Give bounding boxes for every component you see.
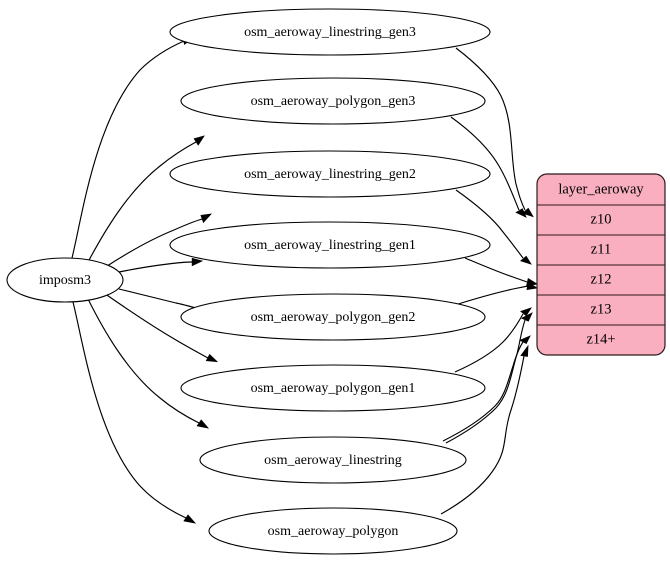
edge-polygon-gen2-to-z12 xyxy=(454,281,539,306)
edge-group-tables-to-layer xyxy=(440,47,539,515)
table-row-z13-label: z13 xyxy=(591,301,612,317)
table-row-z11-label: z11 xyxy=(591,241,611,257)
edge-polygon-to-z14 xyxy=(440,344,529,515)
node-osm_aeroway_linestring_gen3-shape[interactable] xyxy=(169,8,491,56)
node-osm_aeroway_linestring-shape[interactable] xyxy=(199,436,467,484)
node-osm_aeroway_linestring[interactable]: osm_aeroway_linestring xyxy=(199,436,467,484)
node-osm_aeroway_polygon_gen2-label: osm_aeroway_polygon_gen2 xyxy=(251,310,416,325)
edge-linestring-to-z13 xyxy=(445,312,533,444)
node-osm_aeroway_polygon-label: osm_aeroway_polygon xyxy=(268,524,399,539)
table-row-z11-cell[interactable] xyxy=(537,234,665,266)
edge-imposm3-to-linestring-gen3 xyxy=(71,37,194,259)
edge-imposm3-to-linestring-gen2 xyxy=(103,213,213,269)
edge-linestring-gen2-to-z11 xyxy=(455,189,532,265)
node-osm_aeroway_linestring_gen2-label: osm_aeroway_linestring_gen2 xyxy=(244,167,416,182)
node-imposm3-label: imposm3 xyxy=(39,273,91,288)
node-imposm3-shape[interactable] xyxy=(6,257,124,303)
node-osm_aeroway_polygon_gen1-label: osm_aeroway_polygon_gen1 xyxy=(251,381,416,396)
table-header-label: layer_aeroway xyxy=(558,181,644,197)
node-osm_aeroway_polygon_gen3-label: osm_aeroway_polygon_gen3 xyxy=(251,94,416,109)
node-osm_aeroway_polygon[interactable]: osm_aeroway_polygon xyxy=(208,507,458,555)
edge-linestring-to-z14 xyxy=(442,335,531,442)
edge-imposm3-to-polygon-gen3 xyxy=(87,135,205,263)
table-row-z10-label: z10 xyxy=(591,211,612,227)
node-osm_aeroway_polygon_gen3-shape[interactable] xyxy=(180,77,486,125)
edge-polygon-gen3-to-z10 xyxy=(450,116,527,218)
node-osm_aeroway_polygon_gen1-shape[interactable] xyxy=(180,364,486,412)
node-osm_aeroway_linestring_gen1[interactable]: osm_aeroway_linestring_gen1 xyxy=(169,221,491,269)
edge-linestring-gen3-to-z10 xyxy=(455,47,534,218)
edge-imposm3-to-linestring xyxy=(87,298,210,429)
table-row-z14-cell[interactable] xyxy=(537,324,665,355)
node-imposm3[interactable]: imposm3 xyxy=(6,257,124,303)
edge-imposm3-to-polygon-gen1 xyxy=(103,292,219,363)
edge-imposm3-to-linestring-gen1 xyxy=(118,257,204,273)
node-osm_aeroway_linestring_gen2-shape[interactable] xyxy=(169,150,491,198)
table-outline xyxy=(536,173,666,356)
node-layer-aeroway-table[interactable]: layer_aeroway z10 z11 z12 z13 z14+ xyxy=(536,173,666,356)
node-osm_aeroway_polygon_gen2-shape[interactable] xyxy=(180,293,486,341)
node-osm_aeroway_linestring_gen2[interactable]: osm_aeroway_linestring_gen2 xyxy=(169,150,491,198)
node-osm_aeroway_linestring_gen3[interactable]: osm_aeroway_linestring_gen3 xyxy=(169,8,491,56)
node-osm_aeroway_polygon_gen1[interactable]: osm_aeroway_polygon_gen1 xyxy=(180,364,486,412)
table-row-z12-label: z12 xyxy=(591,271,612,287)
node-osm_aeroway_polygon_gen2[interactable]: osm_aeroway_polygon_gen2 xyxy=(180,293,486,341)
node-osm_aeroway_polygon-shape[interactable] xyxy=(208,507,458,555)
node-osm_aeroway_linestring-label: osm_aeroway_linestring xyxy=(264,453,402,468)
node-osm_aeroway_linestring_gen3-label: osm_aeroway_linestring_gen3 xyxy=(244,25,416,40)
edge-polygon-gen1-to-z13 xyxy=(454,307,532,373)
edge-imposm3-to-polygon xyxy=(72,301,197,524)
node-osm_aeroway_linestring_gen1-shape[interactable] xyxy=(169,221,491,269)
table-row-z14-label: z14+ xyxy=(586,331,615,347)
node-osm_aeroway_linestring_gen1-label: osm_aeroway_linestring_gen1 xyxy=(244,238,416,253)
table-row-z10-cell[interactable] xyxy=(537,204,665,236)
node-osm_aeroway_polygon_gen3[interactable]: osm_aeroway_polygon_gen3 xyxy=(180,77,486,125)
